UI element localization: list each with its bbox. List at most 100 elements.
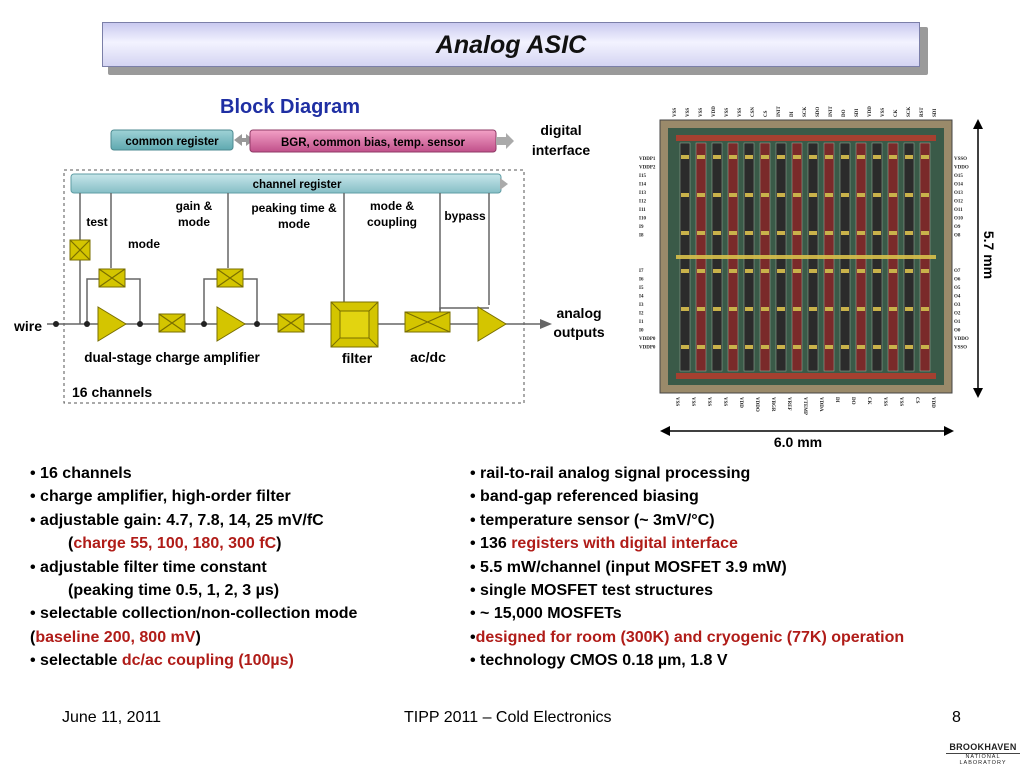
bullet-text: )	[195, 628, 201, 646]
pad-label: I13	[639, 191, 646, 196]
pad-label: I2	[639, 312, 644, 317]
pad-label: VDDA	[818, 397, 823, 412]
acdc-label: ac/dc	[410, 349, 446, 365]
bullet-item: • 16 channels	[30, 462, 357, 485]
bullet-text: • rail-to-rail analog signal processing	[470, 465, 751, 482]
pad-label: I11	[639, 208, 646, 213]
pad-label: VSS	[722, 397, 727, 406]
pad-label: CSN	[751, 107, 756, 117]
switch-icon	[216, 268, 244, 288]
bullet-item: • technology CMOS 0.18 µm, 1.8 V	[470, 649, 904, 672]
footer-date: June 11, 2011	[62, 709, 162, 726]
highlight-text: charge 55, 100, 180, 300 fC	[73, 535, 277, 553]
pad-label: VDDO	[954, 166, 969, 171]
pad-label: VSS	[686, 108, 691, 117]
bullet-text: • 5.5 mW/channel (input MOSFET 3.9 mW)	[470, 558, 787, 576]
pad-label: VTEMP	[802, 397, 807, 415]
test-label: test	[86, 215, 107, 229]
bullet-item: • temperature sensor (~ 3mV/°C)	[470, 509, 904, 532]
right-bullet-list: • rail-to-rail analog signal processing •…	[470, 462, 904, 673]
pad-label: SDO	[816, 107, 821, 117]
bullet-text: )	[276, 535, 282, 553]
pad-label: INIT	[829, 105, 834, 117]
pad-label: I10	[639, 217, 646, 222]
bullet-text: • ~ 15,000 MOSFETs	[470, 605, 622, 623]
highlight-text: baseline 200, 800 mV	[35, 628, 196, 646]
block-diagram: common register BGR, common bias, temp. …	[13, 122, 605, 404]
bullet-text: • charge amplifier, high-order filter	[30, 488, 291, 506]
pad-label: CS	[764, 110, 769, 117]
bullet-text: • selectable collection/non-collection m…	[30, 605, 358, 623]
pad-label: VDDP0	[639, 346, 656, 351]
bullet-item: • charge amplifier, high-order filter	[30, 485, 357, 508]
bullet-text: • 16 channels	[30, 465, 132, 482]
left-pad-labels: VDDP1VDDP2I15I14I13I12I11I10I9I8I7I6I5I4…	[639, 157, 656, 351]
digital-interface-arrow	[496, 133, 514, 149]
pad-label: I0	[639, 329, 644, 334]
pad-label: VDD	[868, 106, 873, 117]
digital-interface-label-2: interface	[532, 142, 591, 158]
pad-label: CK	[894, 109, 899, 117]
output-arrow	[540, 319, 552, 329]
pad-label: I3	[639, 303, 644, 308]
bullet-item: • adjustable gain: 4.7, 7.8, 14, 25 mV/f…	[30, 509, 357, 532]
pad-label: CK	[866, 397, 871, 405]
common-register-block	[110, 129, 234, 151]
pad-label: VSSO	[954, 346, 967, 351]
pad-label: O11	[954, 208, 963, 213]
pad-label: DI	[834, 397, 839, 403]
pad-label: VSS	[699, 108, 704, 117]
pad-label: VSS	[690, 397, 695, 406]
control-lines	[79, 193, 490, 310]
pad-label: O5	[954, 286, 961, 291]
pad-label: SCK	[803, 107, 808, 117]
channel-register-arrow	[500, 178, 508, 190]
switch-icon	[98, 268, 126, 288]
pad-label: O0	[954, 329, 961, 334]
pad-label: RST	[920, 107, 925, 117]
analog-outputs-label-2: outputs	[553, 324, 605, 340]
pad-label: VDD	[712, 106, 717, 117]
pad-label: O13	[954, 191, 963, 196]
bullet-text: • temperature sensor (~ 3mV/°C)	[470, 511, 715, 529]
pad-label: VDDO	[954, 337, 969, 342]
bullet-text: • 136	[470, 535, 512, 553]
highlight-text: registers with digital interface	[511, 535, 738, 553]
pad-label: VDDP1	[639, 157, 656, 162]
pad-label: SDI	[855, 109, 860, 117]
pad-label: VSS	[673, 108, 678, 117]
highlight-text: designed for room (300K) and cryogenic (…	[475, 628, 905, 646]
common-register-label: common register	[125, 136, 219, 148]
pad-label: I7	[639, 269, 644, 274]
bullet-text: • band-gap referenced biasing	[470, 488, 699, 506]
mode-coupling-label-2: coupling	[367, 215, 417, 229]
right-pad-labels: VSSOVDDOO15O14O13O12O11O10O9O8O7O6O5O4O3…	[954, 157, 969, 351]
pad-label: I9	[639, 225, 644, 230]
wire-label: wire	[13, 318, 42, 334]
pad-label: I4	[639, 295, 644, 300]
bullet-text: • technology CMOS 0.18 µm, 1.8 V	[470, 652, 728, 670]
filter-block	[330, 301, 379, 348]
pad-label: O8	[954, 234, 961, 239]
left-bullet-list: • 16 channels • charge amplifier, high-or…	[30, 462, 357, 673]
pad-label: VDD	[738, 397, 743, 408]
pad-label: SCK	[907, 107, 912, 117]
bullet-text: (	[68, 535, 74, 553]
pad-label: O10	[954, 217, 963, 222]
preamp-stage1-icon	[97, 306, 127, 342]
pad-label: DI	[790, 111, 795, 117]
peaking-mode-label-2: mode	[278, 217, 310, 231]
bullet-item: • rail-to-rail analog signal processing	[470, 462, 904, 485]
mode-coupling-label-1: mode &	[370, 199, 414, 213]
bullet-text: • single MOSFET test structures	[470, 582, 713, 600]
pad-label: O1	[954, 320, 961, 325]
pad-label: VSS	[674, 397, 679, 406]
block-diagram-heading: Block Diagram	[220, 96, 361, 118]
pad-label: CS	[914, 397, 919, 404]
acdc-switch-icon	[404, 311, 451, 333]
switch-icon	[69, 239, 91, 261]
slide-title: Analog ASIC	[435, 31, 587, 59]
bullet-text: •	[470, 628, 476, 646]
channel-enclosure	[63, 169, 525, 404]
gain-mode-label-1: gain &	[176, 199, 213, 213]
